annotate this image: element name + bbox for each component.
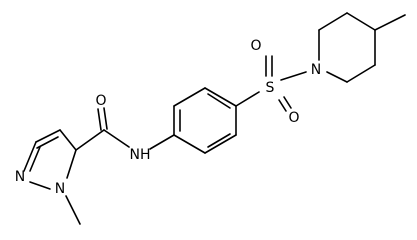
bond-sulfur-o-bottom	[278, 99, 287, 112]
bond-ar-inner-2	[207, 93, 231, 109]
bond-n2-c3-inner	[29, 146, 41, 172]
sulfonyl-oxygen-top-label: O	[250, 38, 261, 54]
bond-c5-n1	[66, 149, 77, 179]
bond-ar-6	[173, 134, 206, 154]
bond-n1-methyl	[65, 195, 81, 225]
bond-aryl-sulfur	[235, 91, 260, 107]
structure-diagram: O NH N N S O O N	[15, 12, 406, 225]
bond-c4-c5-inner	[36, 136, 59, 149]
amide-nitrogen-label: NH	[130, 147, 151, 163]
sulfur-label: S	[266, 80, 275, 96]
sulfonyl-group	[235, 55, 307, 112]
bond-n1-n2	[29, 181, 51, 190]
bond-ar-3	[204, 87, 237, 107]
bond-n2-c3	[23, 141, 37, 172]
bond-sulfur-o-bottom-2	[283, 96, 292, 109]
pyrazole-n1-label: N	[55, 181, 65, 197]
bond-pip-c3-c4	[346, 12, 376, 31]
bond-ring-carbonyl	[75, 129, 105, 151]
bond-pip-c2-c3	[318, 12, 348, 31]
bond-ar-5	[204, 134, 237, 154]
piperidine-ring	[318, 12, 406, 83]
bond-pip-c5-c6	[346, 64, 376, 83]
piperidine-nitrogen-label: N	[311, 62, 321, 78]
bond-ar-inner-3	[207, 133, 231, 148]
bond-c5-c-amide	[59, 129, 77, 151]
pyrazole-n2-label: N	[15, 169, 25, 185]
bond-pip-c6-n	[326, 71, 348, 83]
bond-c4-c5	[35, 129, 61, 143]
carbonyl-oxygen-label: O	[95, 93, 106, 109]
bond-carbonyl-oxygen	[97, 108, 102, 131]
bond-nitrogen-aryl	[149, 134, 175, 150]
bond-carbonyl-oxygen-2	[103, 107, 108, 130]
bond-pip-methyl	[374, 14, 406, 31]
bond-ar-2	[173, 87, 206, 107]
bond-carbonyl-nitrogen	[103, 129, 130, 148]
amide-group	[75, 107, 175, 151]
benzene-ring	[173, 87, 237, 154]
sulfonyl-oxygen-bottom-label: O	[288, 110, 299, 126]
pyrazole-ring	[23, 129, 81, 225]
bond-sulfur-nitrogen	[280, 71, 307, 81]
